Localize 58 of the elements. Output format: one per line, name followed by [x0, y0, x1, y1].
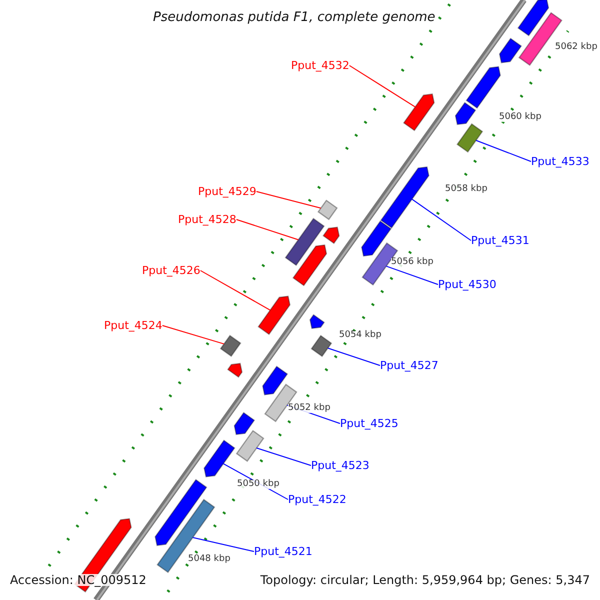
gene-block [292, 244, 328, 286]
gene-block [361, 220, 392, 257]
leader-line [200, 270, 271, 311]
gene-block [236, 430, 264, 462]
gene-label: Pput_4530 [438, 279, 496, 290]
gene-block [156, 498, 216, 574]
axis-tick-label: 5060 kbp [499, 112, 542, 122]
gene-label: Pput_4529 [198, 186, 256, 197]
gene-label: Pput_4533 [531, 156, 590, 167]
gene-block [234, 412, 256, 436]
gene-block [498, 38, 522, 64]
gene-block [220, 334, 242, 357]
gene-label: Pput_4532 [291, 60, 350, 71]
gene-block [322, 226, 340, 244]
gene-label: Pput_4526 [142, 265, 200, 276]
gene-block [154, 478, 208, 546]
gene-block [258, 296, 291, 336]
gene-block [380, 166, 430, 229]
axis-tick-label: 5050 kbp [237, 480, 280, 488]
leader-line [411, 198, 472, 241]
axis-tick-label: 5062 kbp [555, 42, 598, 52]
gene-block [284, 218, 325, 266]
axis-tick-label: 5054 kbp [339, 330, 382, 340]
genome-summary-note: Topology: circular; Length: 5,959,964 bp; Genes: 5,347 [260, 574, 590, 586]
leader-line [236, 219, 299, 240]
gene-block [262, 366, 288, 396]
gene-label: Pput_4527 [380, 360, 438, 371]
gene-label: Pput_4531 [471, 235, 530, 246]
leader-line [256, 448, 312, 466]
gene-block [456, 123, 484, 153]
gene-label: Pput_4521 [254, 546, 312, 557]
gene-label: Pput_4523 [311, 460, 370, 471]
gene-label: Pput_4525 [340, 418, 398, 429]
leader-line [476, 140, 532, 162]
title: Pseudomonas putida F1, complete genome [153, 11, 436, 24]
leader-line [256, 191, 322, 209]
gene-block [454, 102, 476, 126]
accession-note: Accession: NC_009512 [10, 574, 146, 586]
axis-tick-label: 5058 kbp [445, 184, 488, 194]
axis-tick-label: 5048 kbp [188, 554, 230, 564]
gene-block [317, 200, 338, 220]
gene-block [402, 93, 435, 132]
leader-line [348, 65, 416, 108]
leader-line [386, 266, 438, 285]
gene-block [309, 314, 325, 330]
leader-line [327, 348, 380, 366]
gene-block [204, 440, 236, 478]
axis-tick-label: 5056 kbp [391, 258, 434, 266]
gene-block [310, 334, 332, 358]
leader-line [192, 537, 254, 552]
gene-block [466, 66, 501, 109]
axis-tick-label: 5052 kbp [288, 404, 330, 412]
gene-label: Pput_4528 [178, 214, 236, 225]
gene-label: Pput_4524 [104, 320, 162, 331]
gene-block [227, 362, 243, 378]
leader-line [162, 325, 224, 344]
gene-label: Pput_4522 [288, 494, 346, 505]
gene-block [517, 0, 550, 36]
